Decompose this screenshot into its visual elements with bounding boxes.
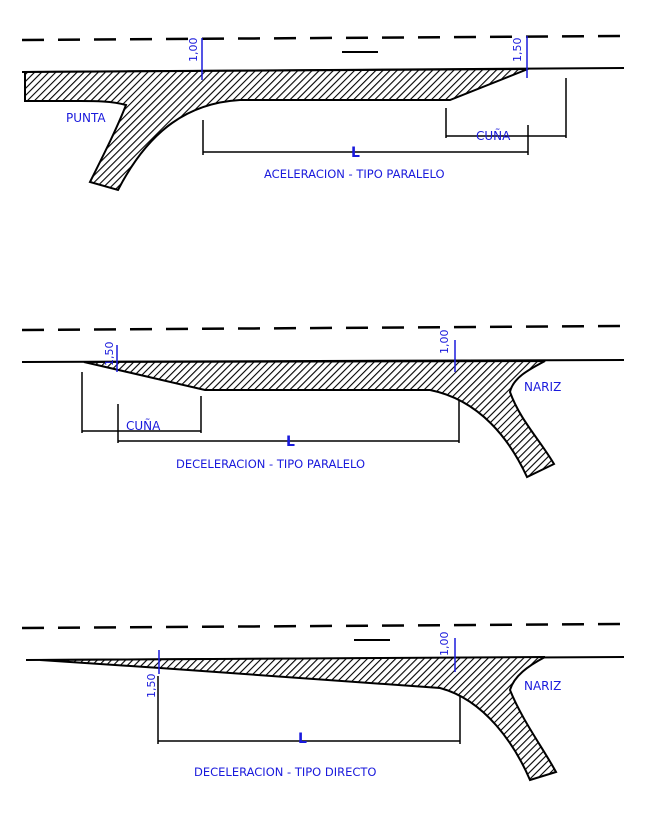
caption: DECELERACION - TIPO DIRECTO <box>194 765 376 779</box>
width-start-label: 1,50 <box>103 342 116 367</box>
caption: DECELERACION - TIPO PARALELO <box>176 457 365 471</box>
lane-divider-dashed <box>21 34 623 42</box>
deceleration-lane-hatched <box>83 360 556 479</box>
diagram-deceleration-direct: 1,50 1,00 NARIZ L DECELERACION - TIPO DI… <box>21 622 625 782</box>
width-end-label: 1,00 <box>438 330 451 355</box>
length-label: L <box>351 145 360 161</box>
dim-l <box>202 120 529 155</box>
tip-label: NARIZ <box>524 380 561 394</box>
deceleration-lane-hatched <box>39 656 558 782</box>
lane-divider-dashed <box>21 622 623 630</box>
caption: ACELERACION - TIPO PARALELO <box>264 167 445 181</box>
dim-taper <box>445 78 567 138</box>
taper-label: CUÑA <box>126 418 161 433</box>
dim-l <box>117 400 460 443</box>
width-end-label: 1,00 <box>438 632 451 657</box>
length-label: L <box>286 434 295 450</box>
diagram-deceleration-parallel: 1,50 1,00 NARIZ CUÑA L DECELERACION - TI… <box>21 324 625 479</box>
dim-l <box>157 676 461 744</box>
diagram-acceleration-parallel: 1,00 1,50 PUNTA CUÑA L ACELERACION - TIP… <box>21 34 625 192</box>
width-end-label: 1,50 <box>511 38 524 63</box>
taper-label: CUÑA <box>476 128 511 143</box>
length-label: L <box>298 731 307 747</box>
width-start-label: 1,50 <box>145 674 158 699</box>
acceleration-lane-hatched <box>24 68 529 192</box>
dim-taper <box>81 372 202 433</box>
tip-label: NARIZ <box>524 679 561 693</box>
lane-divider-dashed <box>21 324 623 332</box>
tip-label: PUNTA <box>66 111 106 125</box>
width-start-label: 1,00 <box>187 38 200 63</box>
